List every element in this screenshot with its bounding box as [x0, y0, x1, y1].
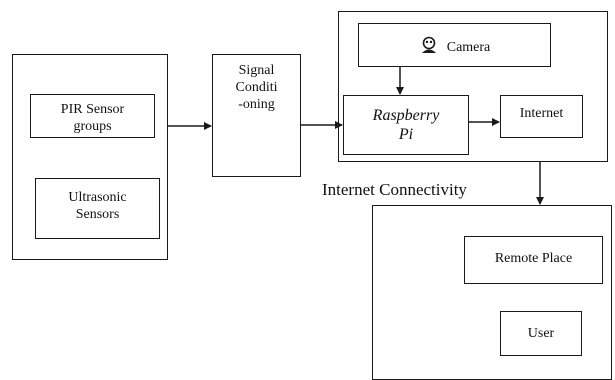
signal-conditioning-block: Signal Conditi -oning [212, 54, 301, 177]
internet-block: Internet [500, 95, 583, 138]
signal-line3: -oning [238, 96, 275, 112]
signal-line2: Conditi [235, 79, 278, 95]
user-label: User [527, 326, 555, 341]
raspberry-pi-block: Raspberry Pi [343, 95, 469, 155]
ultrasonic-line1: Ultrasonic [68, 190, 127, 205]
connector-arrows [168, 67, 544, 205]
raspberry-pi-label: Raspberry Pi [344, 106, 468, 144]
internet-label: Internet [519, 106, 564, 121]
signal-line1: Signal [238, 63, 275, 78]
ultrasonic-label: Ultrasonic Sensors [36, 190, 159, 224]
camera-label-row: Camera [359, 36, 550, 57]
internet-connectivity-label: Internet Connectivity [322, 180, 467, 199]
raspberry-line2: Pi [398, 126, 414, 144]
remote-place-label: Remote Place [494, 251, 573, 266]
signal-conditioning-label: Signal Conditi -oning [213, 63, 300, 113]
raspberry-line1: Raspberry [372, 107, 440, 124]
ultrasonic-line2: Sensors [75, 206, 120, 222]
ultrasonic-sensor-block: Ultrasonic Sensors [35, 178, 160, 239]
camera-label: Camera [446, 40, 491, 55]
pir-sensor-block: PIR Sensor groups [30, 94, 155, 138]
camera-user-icon [421, 36, 436, 53]
pir-sensor-line2: groups [73, 118, 112, 134]
pir-sensor-label: PIR Sensor groups [31, 102, 154, 136]
camera-block: Camera [358, 23, 551, 67]
remote-place-block: Remote Place [464, 236, 603, 284]
pir-sensor-line1: PIR Sensor [60, 102, 125, 117]
user-block: User [500, 311, 582, 356]
